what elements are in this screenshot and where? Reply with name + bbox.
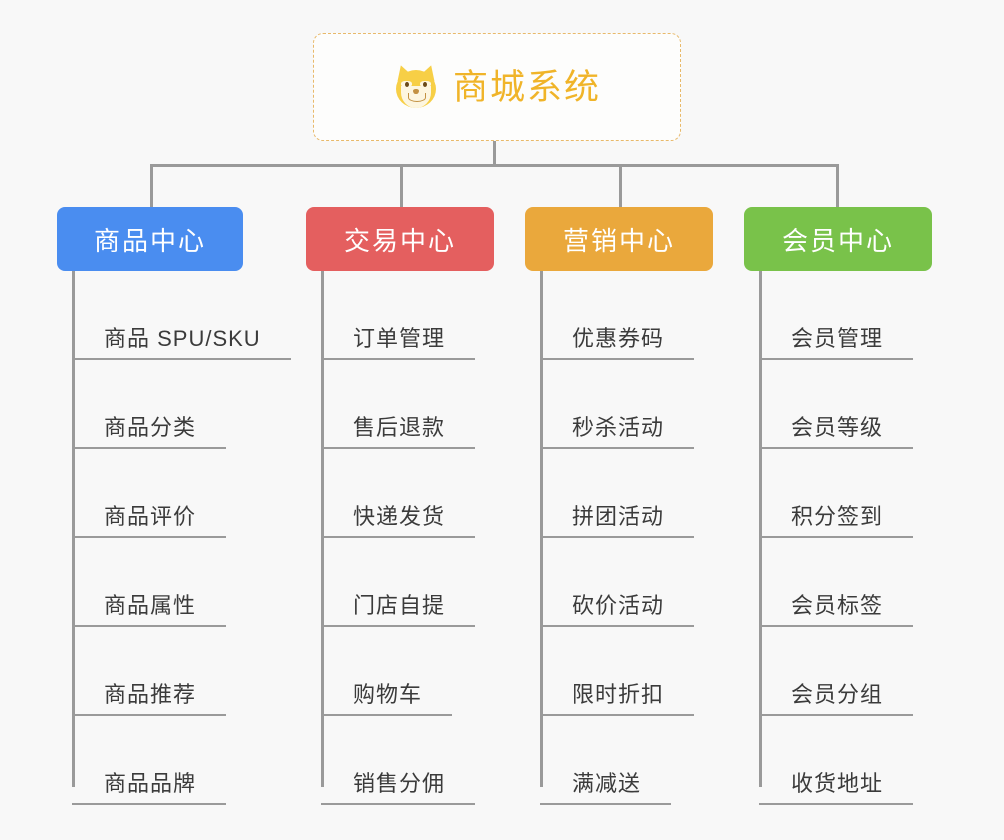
list-item[interactable]: 售后退款 [321,360,526,449]
list-item[interactable]: 快递发货 [321,449,526,538]
connector-root-stem [493,141,496,167]
list-item-label: 销售分佣 [321,771,476,805]
list-item[interactable]: 满减送 [540,716,745,805]
list-item-label: 商品 SPU/SKU [72,326,291,360]
connector-horizontal-bus [150,164,839,167]
category-header-trade[interactable]: 交易中心 [306,207,494,271]
list-item[interactable]: 拼团活动 [540,449,745,538]
connector-drop-3 [619,164,622,208]
list-item-label: 积分签到 [759,504,914,538]
list-item[interactable]: 会员标签 [759,538,964,627]
list-item[interactable]: 商品品牌 [72,716,277,805]
list-item-label: 会员标签 [759,593,914,627]
list-item-label: 会员管理 [759,326,914,360]
root-node-mall-system[interactable]: 商城系统 [313,33,681,141]
list-item[interactable]: 砍价活动 [540,538,745,627]
list-item-label: 优惠券码 [540,326,695,360]
category-column-trade: 交易中心 订单管理 售后退款 快递发货 门店自提 购物车 销售分佣 [306,207,526,805]
list-item[interactable]: 商品属性 [72,538,277,627]
root-node-title: 商城系统 [452,67,601,107]
list-item[interactable]: 商品评价 [72,449,277,538]
list-item-label: 满减送 [540,771,672,805]
list-item[interactable]: 收货地址 [759,716,964,805]
shiba-dog-icon [393,62,439,110]
list-item[interactable]: 优惠券码 [540,271,745,360]
list-item-label: 商品评价 [72,504,227,538]
category-items-member: 会员管理 会员等级 积分签到 会员标签 会员分组 收货地址 [744,271,964,805]
list-item[interactable]: 门店自提 [321,538,526,627]
list-item-label: 售后退款 [321,415,476,449]
list-item[interactable]: 积分签到 [759,449,964,538]
list-item[interactable]: 销售分佣 [321,716,526,805]
category-header-marketing[interactable]: 营销中心 [525,207,713,271]
category-column-product: 商品中心 商品 SPU/SKU 商品分类 商品评价 商品属性 商品推荐 商品品牌 [57,207,291,805]
list-item-label: 收货地址 [759,771,914,805]
list-item-label: 门店自提 [321,593,476,627]
list-item-label: 购物车 [321,682,453,716]
category-header-member[interactable]: 会员中心 [744,207,932,271]
category-column-marketing: 营销中心 优惠券码 秒杀活动 拼团活动 砍价活动 限时折扣 满减送 [525,207,745,805]
list-item-label: 快递发货 [321,504,476,538]
list-item[interactable]: 秒杀活动 [540,360,745,449]
list-item-label: 订单管理 [321,326,476,360]
connector-drop-4 [836,164,839,208]
connector-drop-1 [150,164,153,208]
list-item[interactable]: 订单管理 [321,271,526,360]
list-item-label: 商品推荐 [72,682,227,716]
list-item-label: 拼团活动 [540,504,695,538]
list-item-label: 会员分组 [759,682,914,716]
list-item[interactable]: 会员等级 [759,360,964,449]
list-item-label: 砍价活动 [540,593,695,627]
category-items-marketing: 优惠券码 秒杀活动 拼团活动 砍价活动 限时折扣 满减送 [525,271,745,805]
list-item-label: 商品分类 [72,415,227,449]
list-item-label: 秒杀活动 [540,415,695,449]
category-items-trade: 订单管理 售后退款 快递发货 门店自提 购物车 销售分佣 [306,271,526,805]
category-column-member: 会员中心 会员管理 会员等级 积分签到 会员标签 会员分组 收货地址 [744,207,964,805]
category-header-product[interactable]: 商品中心 [57,207,243,271]
list-item-label: 商品属性 [72,593,227,627]
category-items-product: 商品 SPU/SKU 商品分类 商品评价 商品属性 商品推荐 商品品牌 [57,271,291,805]
list-item[interactable]: 商品 SPU/SKU [72,271,291,360]
list-item[interactable]: 购物车 [321,627,526,716]
list-item-label: 会员等级 [759,415,914,449]
list-item-label: 商品品牌 [72,771,227,805]
list-item[interactable]: 限时折扣 [540,627,745,716]
list-item[interactable]: 会员分组 [759,627,964,716]
connector-drop-2 [400,164,403,208]
list-item-label: 限时折扣 [540,682,695,716]
list-item[interactable]: 商品推荐 [72,627,277,716]
list-item[interactable]: 会员管理 [759,271,964,360]
list-item[interactable]: 商品分类 [72,360,277,449]
